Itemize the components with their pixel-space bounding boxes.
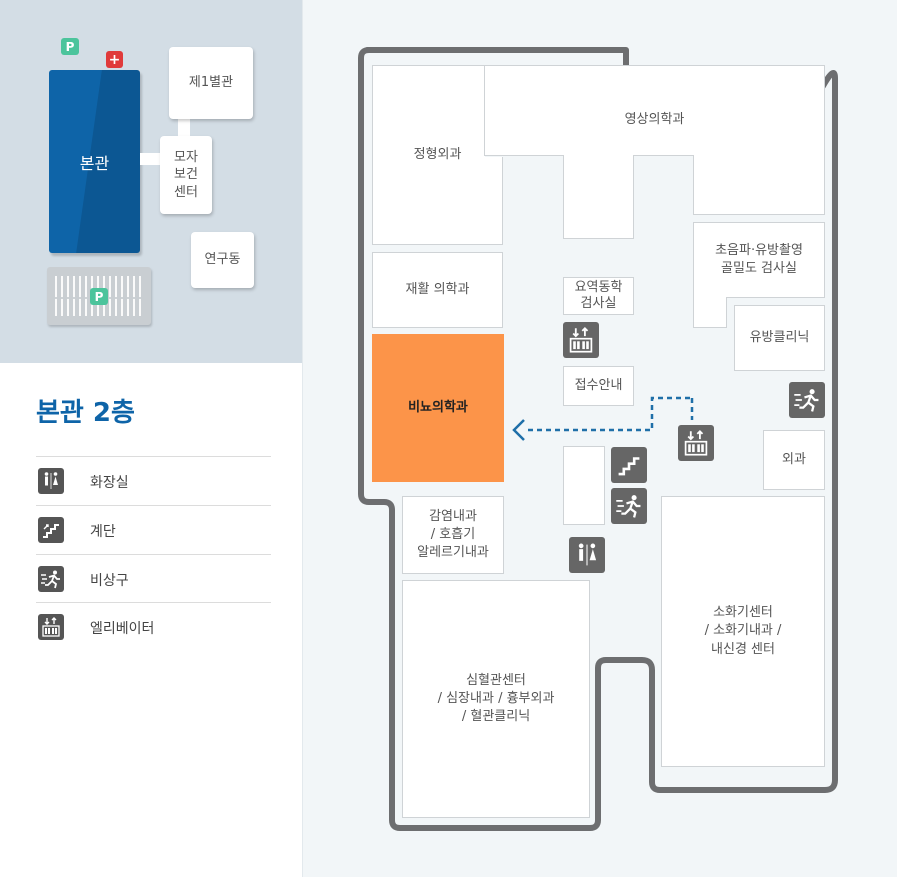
restroom-icon [569,537,605,573]
room-label: 영상의학과 [624,111,685,127]
emergency-exit-icon [789,382,825,418]
legend-item-elevator: 엘리베이터 [90,621,155,637]
main-building[interactable]: 본관 [49,70,140,253]
room-label: 재활 의학과 [405,281,470,297]
room-urology-highlighted[interactable]: 비뇨의학과 [372,334,504,482]
room-small-storage [563,446,605,525]
parking-lot-badge: P [90,288,108,305]
room-label-line: 골밀도 검사실 [721,261,797,276]
room-label-line: / 호흡기 [430,526,476,542]
room-label-line: / 심장내과 / 흉부외과 [437,690,555,706]
emergency-exit-icon [38,566,64,592]
room-label-line: 검사실 [580,296,617,311]
legend-item-stairs: 계단 [90,524,116,540]
maternity-label-line: 모자 [174,149,198,165]
room-radiology-wing [693,155,825,215]
annex1-label: 제1별관 [188,75,234,91]
research-label: 연구동 [204,252,241,268]
campus-minimap: P + 본관 제1별관 모자 보건 센터 연구동 P [0,0,302,363]
room-infection[interactable]: 감염내과 / 호흡기 알레르기내과 [402,496,504,574]
wall-edge [485,155,563,157]
emergency-exit-icon [611,488,647,524]
wall-edge [634,155,693,157]
room-label-line: 내신경 센터 [711,641,775,657]
room-label-line: 감염내과 [429,508,477,524]
room-digestive[interactable]: 소화기센터 / 소화기내과 / 내신경 센터 [661,496,825,767]
restroom-icon [38,468,64,494]
room-orthopedics[interactable]: 정형외과 [372,65,503,245]
main-building-label: 본관 [79,153,110,173]
room-surgery[interactable]: 외과 [763,430,825,490]
room-label-line: 소화기센터 [713,605,773,621]
room-radiology-stem [563,155,634,239]
legend-divider [36,505,271,506]
room-label: 접수안내 [574,377,623,393]
room-label-line: 초음파·유방촬영 [715,242,803,258]
room-label-line: 요역동학 [574,279,623,295]
annex1-building[interactable]: 제1별관 [169,47,253,119]
hospital-cross-icon: + [106,51,123,68]
route-path [525,396,690,432]
parking-badge: P [61,38,79,55]
room-reception[interactable]: 접수안내 [563,366,634,406]
elevator-icon [678,425,714,461]
legend-divider [36,456,271,457]
legend-item-restroom: 화장실 [90,475,129,491]
room-label: 정형외과 [413,146,462,162]
room-label: 유방클리닉 [749,329,810,345]
room-ultrasound[interactable]: 초음파·유방촬영 골밀도 검사실 [693,222,825,298]
research-building[interactable]: 연구동 [191,232,254,288]
room-label-line: 알레르기내과 [417,545,489,561]
room-breast-clinic[interactable]: 유방클리닉 [734,305,825,371]
room-label: 외과 [782,451,806,467]
elevator-icon [38,614,64,640]
parking-lot[interactable]: P [47,267,151,325]
room-radiology[interactable]: 영상의학과 [484,65,825,156]
room-ultrasound-tail [693,297,727,328]
stairs-icon [611,447,647,483]
room-label-line: / 혈관클리닉 [461,709,531,725]
maternity-label-line: 보건 [174,167,198,183]
room-label-line: / 소화기내과 / [704,623,782,639]
floor-title: 본관 2층 [36,398,135,428]
room-cardio[interactable]: 심혈관센터 / 심장내과 / 흉부외과 / 혈관클리닉 [402,580,590,818]
room-urodynamics[interactable]: 요역동학 검사실 [563,277,634,315]
room-label: 비뇨의학과 [408,399,468,415]
legend-divider [36,554,271,555]
stairs-icon [38,517,64,543]
room-label-line: 심혈관센터 [466,672,526,688]
connector [178,118,190,138]
legend-divider [36,602,271,603]
legend-item-emergency-exit: 비상구 [90,573,129,589]
maternity-label-line: 센터 [174,184,198,200]
room-rehab[interactable]: 재활 의학과 [372,252,503,328]
connector [140,153,162,165]
maternity-center-building[interactable]: 모자 보건 센터 [160,136,212,214]
elevator-icon [563,322,599,358]
